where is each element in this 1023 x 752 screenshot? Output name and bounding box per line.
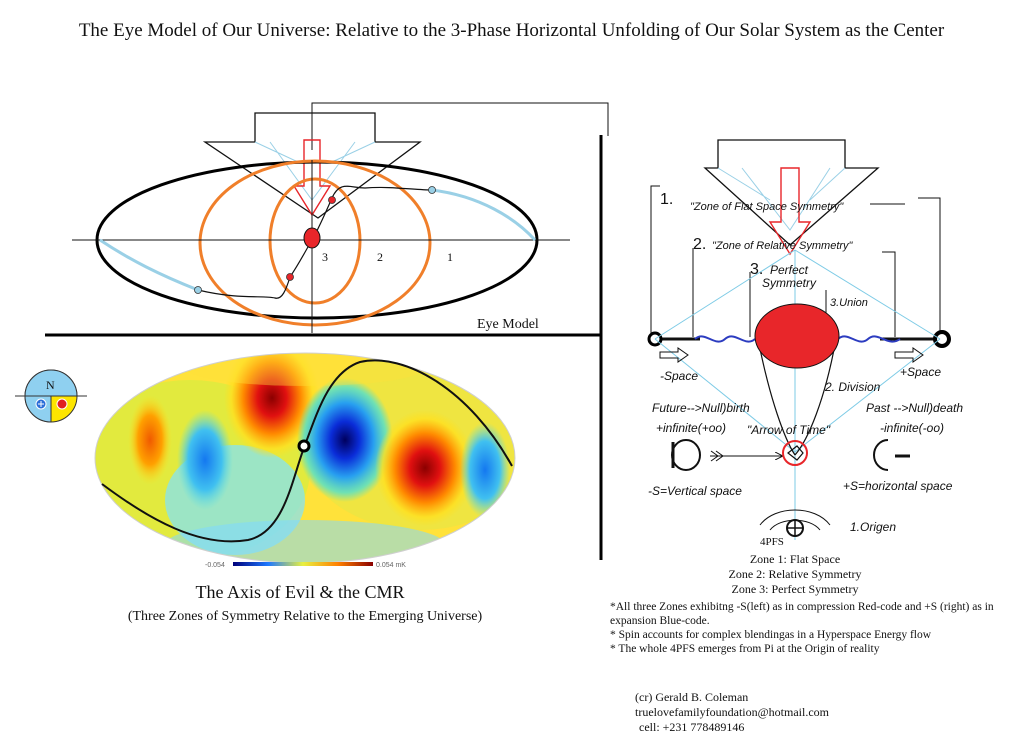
color-scale: -0.054 0.054 mK (205, 562, 406, 569)
orange-ellipse-outer (198, 159, 432, 327)
red-arrow (292, 139, 332, 217)
union-label: 3.Union (830, 297, 868, 309)
division-label: 2. Division (824, 380, 881, 394)
orange-ellipse-inner (268, 177, 362, 305)
eye-zone-1: 1 (447, 250, 453, 264)
eye-zone-2: 2 (377, 250, 383, 264)
compass-icon: N (15, 369, 87, 423)
notes-list: *All three Zones exhibitng -S(left) as i… (610, 600, 1015, 656)
eye-zone-3: 3 (322, 250, 328, 264)
union-sphere (754, 303, 840, 369)
zone2-label: "Zone of Relative Symmetry" (712, 240, 854, 252)
vertical-space-label: -S=Vertical space (648, 484, 742, 498)
funnel-outline (202, 112, 422, 219)
arrow-of-time-label: "Arrow of Time" (747, 423, 831, 437)
plus-space-label: +Space (900, 365, 941, 379)
plus-infinite-label: +infinite(+oo) (656, 421, 726, 435)
credit-email: truelovefamilyfoundation@hotmail.com (635, 705, 830, 719)
arrow-of-time-circle (782, 440, 808, 466)
eye-model-label: Eye Model (477, 317, 539, 332)
zone-item: Zone 2: Relative Symmetry (728, 567, 862, 581)
horizontal-space-label: +S=horizontal space (843, 479, 953, 493)
credit-phone: cell: +231 778489146 (639, 720, 745, 734)
note-item: * The whole 4PFS emerges from Pi at the … (610, 643, 880, 655)
cmb-sky-map (95, 353, 515, 563)
spiral-black (197, 185, 433, 299)
zone1-number: 1. (660, 191, 673, 208)
page-title: The Eye Model of Our Universe: Relative … (78, 20, 945, 41)
minus-space-label: -Space (660, 369, 698, 383)
credits: (cr) Gerald B. Coleman truelovefamilyfou… (635, 690, 935, 735)
spiral-light-blue (99, 188, 537, 292)
pfs-label: 4PFS (760, 536, 784, 548)
zone3-label-1: Perfect (770, 263, 809, 277)
origen-label: 1.Origen (850, 520, 896, 534)
eye-model-diagram: 3 2 1 Eye Model (72, 112, 570, 333)
zones-list: Zone 1: Flat Space Zone 2: Relative Symm… (700, 552, 890, 597)
note-item: * Spin accounts for complex blendingas i… (610, 629, 932, 641)
scale-max: 0.054 mK (376, 562, 406, 569)
minus-infinite-label: -infinite(-oo) (880, 421, 944, 435)
past-label: Past -->Null)death (866, 401, 963, 415)
zone2-number: 2. (693, 236, 706, 253)
zone-item: Zone 1: Flat Space (749, 552, 841, 566)
center-sun (303, 227, 321, 249)
zone3-number: 3. (750, 261, 763, 278)
axis-center-marker (297, 439, 311, 453)
symmetry-diagram: 1. "Zone of Flat Space Symmetry" 2. "Zon… (647, 139, 963, 548)
zone-item: Zone 3: Perfect Symmetry (731, 582, 859, 596)
compass-letter: N (46, 378, 55, 392)
credit-author: (cr) Gerald B. Coleman (635, 690, 749, 704)
zone1-label: "Zone of Flat Space Symmetry" (690, 201, 844, 213)
note-item: *All three Zones exhibitng -S(left) as i… (610, 601, 994, 627)
axis-caption-subtitle: (Three Zones of Symmetry Relative to the… (127, 609, 483, 624)
scale-min: -0.054 (205, 562, 225, 569)
future-label: Future-->Null)birth (652, 401, 750, 415)
axis-caption-title: The Axis of Evil & the CMR (195, 582, 405, 602)
connector-lines (311, 102, 609, 150)
zone3-label-2: Symmetry (762, 276, 817, 290)
